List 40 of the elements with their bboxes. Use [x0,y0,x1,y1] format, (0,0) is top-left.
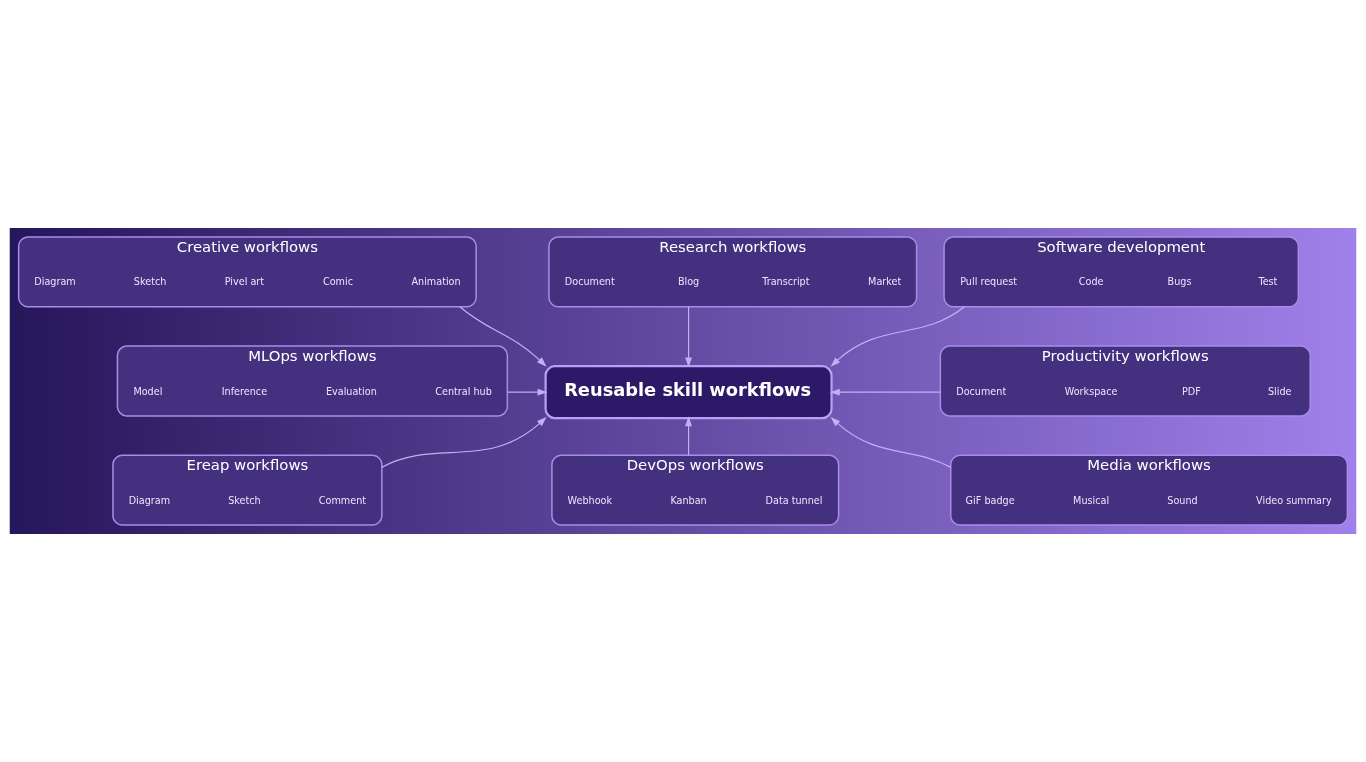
node-text: Inference [221,385,268,397]
node-text: Diagram [34,276,76,288]
node-text: Sound [1167,494,1198,506]
node-text: Blog [677,276,700,288]
node-text: Diagram [128,494,171,506]
arrow [506,388,548,396]
node-text: Workspace [1064,385,1118,397]
node-box: Reusable skill workflows [544,365,833,420]
node-text: Sketch [133,276,167,288]
node-text: Bugs [1167,276,1192,288]
node-text: Webhook [567,494,613,506]
arrow [830,306,966,367]
node-text: Sketch [228,494,261,506]
node-text: Comic [323,276,354,288]
arrow [459,306,547,367]
node-text: Slide [1268,385,1292,397]
node-text: Video summary [1256,494,1332,506]
node-text: Model [133,385,163,397]
node-text: Pull request [960,276,1018,288]
node-text: Kanban [670,494,707,506]
node-text: Animation [411,276,461,288]
arrow [830,416,952,468]
node-text: Document [564,276,615,288]
arrow [829,388,941,396]
node-text: Musical [1073,494,1110,506]
arrow [381,416,547,468]
node-text: Test [1258,276,1278,288]
node-text: Transcript [762,276,810,288]
node-text: Comment [318,494,367,506]
node-text: Evaluation [325,385,377,397]
node-text: Code [1078,276,1104,288]
node-text: Data tunnel [765,494,823,506]
node-text: Central hub [435,385,492,397]
node-text: PDF [1181,385,1201,397]
node-text: GiF badge [965,494,1015,506]
node-text: Document [956,385,1007,397]
node-text: Market [868,276,902,288]
arrow [685,306,692,368]
arrow [685,416,692,456]
node-text: Pivel art [224,276,265,288]
